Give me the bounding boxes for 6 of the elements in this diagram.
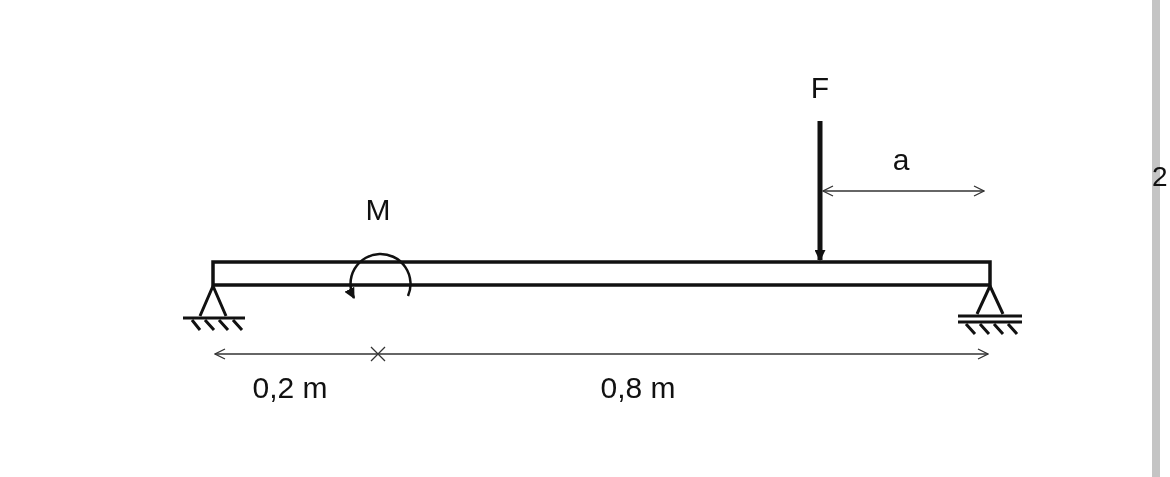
dimension-label: 0,8 m: [600, 371, 676, 405]
force-label: F: [810, 71, 830, 105]
dimension-label: a: [892, 143, 910, 177]
moment-label: M: [365, 193, 391, 227]
dimension-label: 0,2 m: [252, 371, 328, 405]
page-number: 2: [1152, 160, 1168, 194]
